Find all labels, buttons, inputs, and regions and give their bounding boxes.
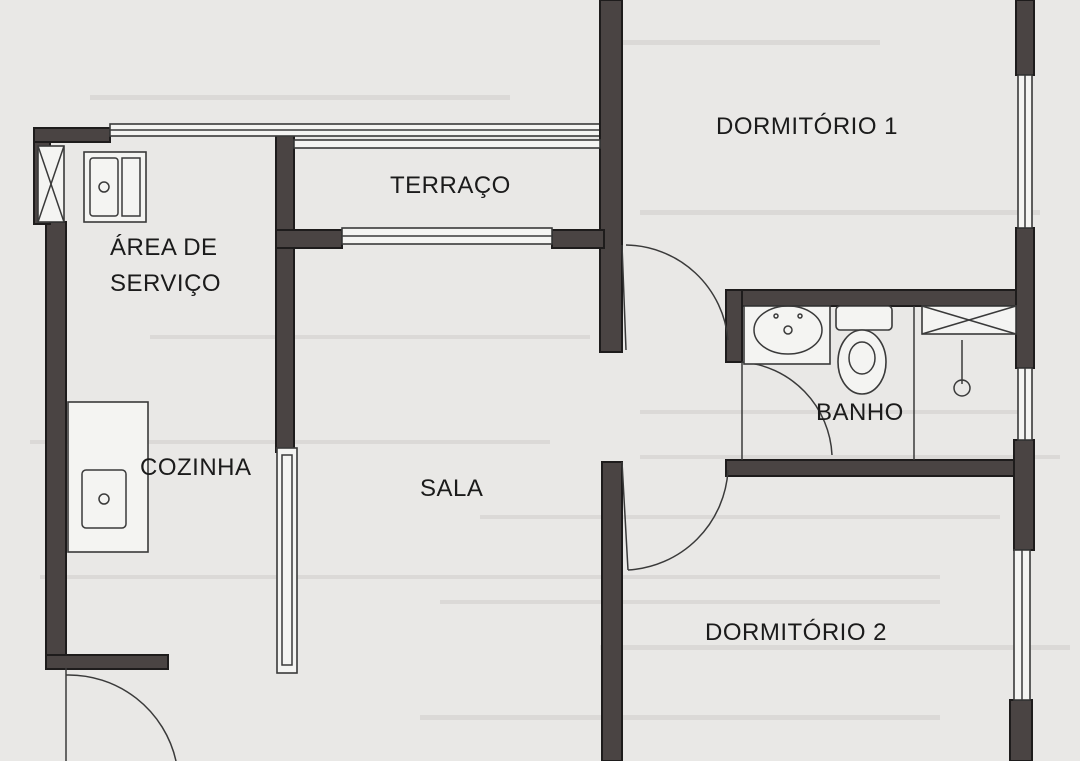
kitchen-sink xyxy=(81,469,127,529)
wall-right-mid2 xyxy=(1013,439,1035,551)
label-dormitorio2: DORMITÓRIO 2 xyxy=(705,619,887,646)
label-area-servico-line1: ÁREA DE xyxy=(110,234,218,261)
wall-terrace-right-stub xyxy=(551,229,605,249)
door-banho xyxy=(741,361,833,460)
wall-left xyxy=(45,221,67,669)
wall-right-mid1 xyxy=(1015,227,1035,369)
lavatory xyxy=(743,305,831,365)
toilet xyxy=(835,305,893,395)
label-cozinha: COZINHA xyxy=(140,454,252,481)
wall-top-corner xyxy=(33,127,111,143)
laundry-tank xyxy=(83,151,147,223)
doors xyxy=(65,244,833,761)
wall-terrace-left-stub xyxy=(275,229,343,249)
wall-bath-bottom xyxy=(725,459,1027,477)
label-banho: BANHO xyxy=(816,399,904,426)
label-sala: SALA xyxy=(420,475,483,502)
walls xyxy=(33,0,1035,761)
label-dormitorio1: DORMITÓRIO 1 xyxy=(716,113,898,140)
wall-central-upper xyxy=(599,0,623,353)
wall-right-bottom xyxy=(1009,699,1033,761)
label-terraco: TERRAÇO xyxy=(390,172,511,199)
room-labels: ÁREA DE SERVIÇO TERRAÇO DORMITÓRIO 1 BAN… xyxy=(110,113,904,646)
door-entrance xyxy=(65,668,177,761)
wall-bottom-left xyxy=(45,654,169,670)
wall-central-lower xyxy=(601,461,623,761)
shower xyxy=(913,305,1017,460)
door-dormitorio1 xyxy=(621,244,729,351)
wall-bath-top xyxy=(725,289,1019,307)
windows xyxy=(293,74,1033,701)
wall-right-top xyxy=(1015,0,1035,76)
fixtures xyxy=(37,145,1017,553)
terrace-inner-glass xyxy=(293,139,601,149)
label-area-servico-line2: SERVIÇO xyxy=(110,270,221,297)
wall-kitchen-partition xyxy=(275,129,295,453)
kitchen-sliding-panel xyxy=(276,447,298,674)
door-dormitorio2 xyxy=(621,461,729,571)
wall-bath-left xyxy=(725,289,743,363)
kitchen-counter xyxy=(67,401,149,553)
